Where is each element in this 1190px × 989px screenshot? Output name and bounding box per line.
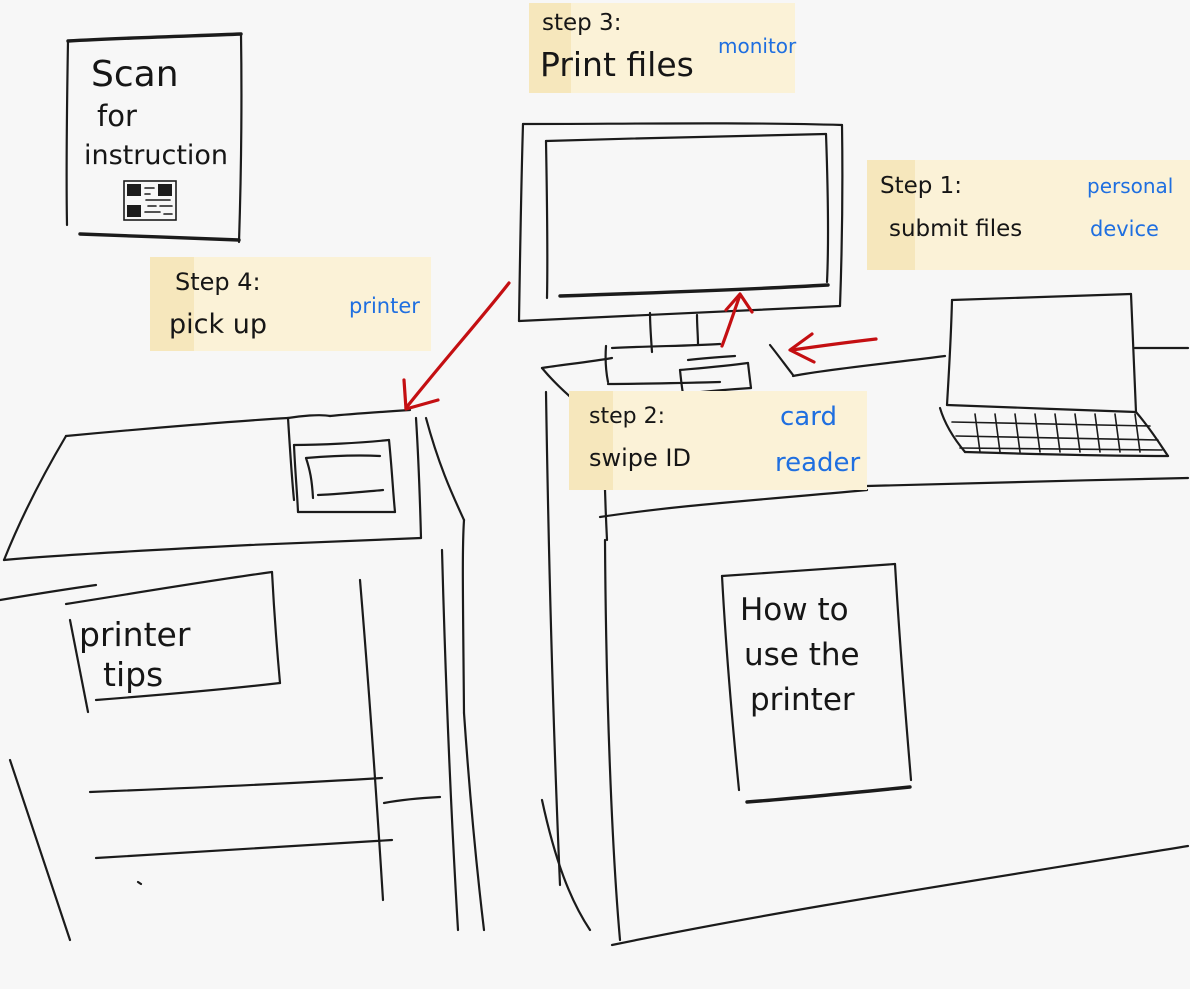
laptop (938, 292, 1170, 458)
step2-device-line2: reader (775, 448, 861, 478)
step1-device-line2: device (1090, 217, 1159, 241)
card-reader (678, 354, 753, 396)
step1-heading: Step 1: (880, 173, 962, 199)
printer-tips-line2: tips (103, 655, 163, 694)
arrow-reader-to-monitor (720, 292, 754, 348)
note-step4 (150, 257, 431, 351)
note-step2 (569, 391, 867, 490)
step4-device: printer (349, 294, 420, 318)
step3-heading: step 3: (542, 10, 621, 36)
step2-action: swipe ID (589, 444, 691, 472)
how-to-use-sign (720, 562, 913, 804)
printer (0, 408, 486, 942)
how-to-line2: use the (744, 637, 860, 673)
how-to-line3: printer (750, 682, 855, 718)
printer-tips-line1: printer (79, 615, 191, 654)
monitor (517, 122, 844, 354)
step1-device-line1: personal (1087, 174, 1173, 198)
step2-device-line1: card (780, 402, 837, 432)
scan-line2: for (97, 99, 137, 133)
step4-action: pick up (169, 309, 267, 340)
scan-line1: Scan (91, 54, 179, 95)
step2-heading: step 2: (589, 404, 665, 429)
step4-heading: Step 4: (175, 268, 261, 296)
step3-device: monitor (718, 34, 797, 58)
qr-code-icon (123, 180, 177, 221)
note-step3 (529, 3, 795, 93)
arrow-monitor-to-printer (402, 281, 511, 411)
how-to-line1: How to (740, 592, 849, 628)
note-step1 (867, 160, 1190, 270)
step1-action: submit files (889, 216, 1022, 242)
printer-tips-sign (64, 570, 282, 714)
step3-action: Print files (540, 45, 694, 84)
arrow-step1-to-reader (788, 332, 878, 364)
scan-line3: instruction (84, 140, 228, 171)
scan-sign (65, 32, 243, 244)
